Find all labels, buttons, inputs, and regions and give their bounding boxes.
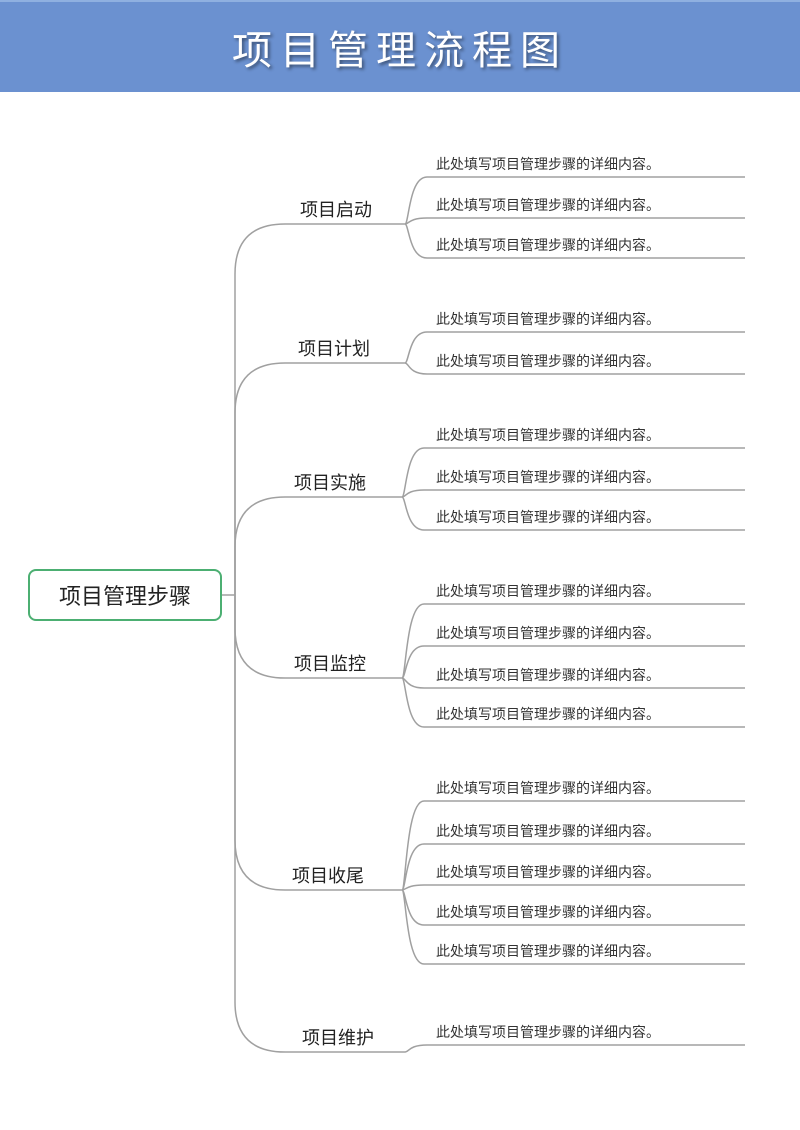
- leaf-node[interactable]: 此处填写项目管理步骤的详细内容。: [436, 312, 660, 328]
- leaf-node[interactable]: 此处填写项目管理步骤的详细内容。: [436, 510, 660, 526]
- branch-node[interactable]: 项目监控: [294, 654, 366, 675]
- leaf-node[interactable]: 此处填写项目管理步骤的详细内容。: [436, 584, 660, 600]
- leaf-node[interactable]: 此处填写项目管理步骤的详细内容。: [436, 865, 660, 881]
- leaf-connector: [401, 677, 745, 728]
- branch-connector: [234, 223, 405, 595]
- leaf-node[interactable]: 此处填写项目管理步骤的详细内容。: [436, 428, 660, 444]
- branch-connector: [234, 595, 405, 1053]
- leaf-node[interactable]: 此处填写项目管理步骤的详细内容。: [436, 238, 660, 254]
- leaf-connector: [404, 176, 745, 225]
- branch-node[interactable]: 项目收尾: [292, 866, 364, 887]
- leaf-connector: [401, 843, 745, 891]
- leaf-node[interactable]: 此处填写项目管理步骤的详细内容。: [436, 354, 660, 370]
- leaf-node[interactable]: 此处填写项目管理步骤的详细内容。: [436, 1025, 660, 1041]
- root-node[interactable]: 项目管理步骤: [28, 569, 222, 621]
- branch-node[interactable]: 项目实施: [294, 473, 366, 494]
- branch-connector: [234, 496, 402, 595]
- leaf-connector: [401, 447, 745, 498]
- leaf-connector: [401, 496, 745, 531]
- branch-node[interactable]: 项目维护: [302, 1028, 374, 1049]
- leaf-connector: [401, 645, 745, 679]
- leaf-connector: [404, 331, 745, 364]
- leaf-connector: [404, 223, 745, 259]
- leaf-connector: [401, 889, 745, 965]
- leaf-node[interactable]: 此处填写项目管理步骤的详细内容。: [436, 626, 660, 642]
- branch-node[interactable]: 项目启动: [300, 200, 372, 221]
- leaf-connector: [404, 362, 745, 375]
- leaf-node[interactable]: 此处填写项目管理步骤的详细内容。: [436, 781, 660, 797]
- leaf-connector: [401, 884, 745, 891]
- leaf-node[interactable]: 此处填写项目管理步骤的详细内容。: [436, 824, 660, 840]
- leaf-node[interactable]: 此处填写项目管理步骤的详细内容。: [436, 668, 660, 684]
- branch-node[interactable]: 项目计划: [298, 339, 370, 360]
- title-banner: 项目管理流程图: [0, 0, 800, 92]
- page-title: 项目管理流程图: [232, 28, 568, 74]
- leaf-node[interactable]: 此处填写项目管理步骤的详细内容。: [436, 905, 660, 921]
- leaf-connector: [404, 1044, 745, 1053]
- leaf-node[interactable]: 此处填写项目管理步骤的详细内容。: [436, 198, 660, 214]
- leaf-node[interactable]: 此处填写项目管理步骤的详细内容。: [436, 707, 660, 723]
- branch-connector: [234, 362, 405, 595]
- leaf-connector: [401, 489, 745, 498]
- leaf-node[interactable]: 此处填写项目管理步骤的详细内容。: [436, 944, 660, 960]
- leaf-node[interactable]: 此处填写项目管理步骤的详细内容。: [436, 157, 660, 173]
- leaf-connector: [404, 217, 745, 225]
- branch-connector: [234, 595, 402, 891]
- leaf-node[interactable]: 此处填写项目管理步骤的详细内容。: [436, 470, 660, 486]
